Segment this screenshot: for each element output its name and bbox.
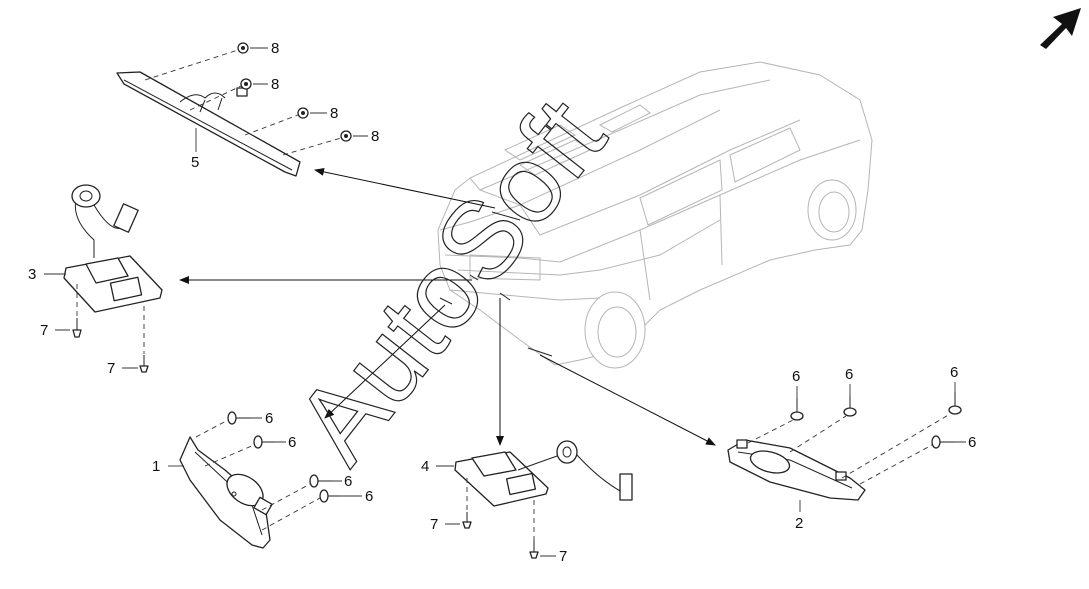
part-1-rear-lamp-left — [179, 436, 273, 549]
callout-6-c: 6 — [344, 473, 352, 490]
callout-4: 4 — [421, 458, 429, 475]
part-4-license-lamp — [454, 440, 633, 507]
screw-6-b — [253, 435, 275, 449]
callout-6-f: 6 — [845, 366, 853, 383]
callout-6-a: 6 — [265, 410, 273, 427]
part-3-license-lamp — [63, 184, 163, 313]
arrow-to-part-1 — [324, 304, 446, 419]
screw-7-b — [139, 355, 149, 373]
callout-7-b: 7 — [107, 360, 115, 377]
front-direction-arrow-icon — [1040, 8, 1081, 49]
screw-7-d — [529, 540, 539, 559]
part-5-high-stop-lamp — [116, 71, 301, 177]
callout-6-d: 6 — [365, 488, 373, 505]
fastener-8-a — [237, 42, 249, 54]
vehicle-outline — [437, 61, 873, 369]
screw-6-e — [790, 398, 804, 421]
fastener-8-c — [297, 107, 309, 119]
screw-6-f — [843, 396, 857, 417]
callout-6-g: 6 — [950, 364, 958, 381]
screw-6-g — [948, 392, 962, 415]
screw-7-a — [72, 318, 82, 338]
screw-6-c — [309, 474, 332, 488]
screw-6-d — [319, 489, 340, 503]
callout-5: 5 — [191, 154, 199, 171]
callout-8-d: 8 — [371, 128, 379, 145]
callout-6-h: 6 — [968, 434, 976, 451]
arrow-to-part-5 — [314, 167, 496, 209]
callout-7-c: 7 — [430, 516, 438, 533]
callout-1: 1 — [152, 458, 160, 475]
callout-8-b: 8 — [271, 76, 279, 93]
part-2-rear-lamp-right — [727, 439, 866, 501]
callout-6-e: 6 — [792, 368, 800, 385]
screw-7-c — [462, 512, 472, 529]
callout-8-a: 8 — [271, 40, 279, 57]
fastener-8-b — [240, 78, 252, 90]
callout-3: 3 — [28, 266, 36, 283]
callout-7-d: 7 — [559, 548, 567, 565]
callout-2: 2 — [795, 515, 803, 532]
callout-6-b: 6 — [288, 434, 296, 451]
screw-6-a — [227, 411, 250, 425]
screw-6-h — [931, 435, 954, 449]
callout-7-a: 7 — [40, 322, 48, 339]
arrow-to-part-2 — [539, 354, 716, 446]
fastener-8-d — [340, 130, 352, 142]
callout-8-c: 8 — [330, 105, 338, 122]
